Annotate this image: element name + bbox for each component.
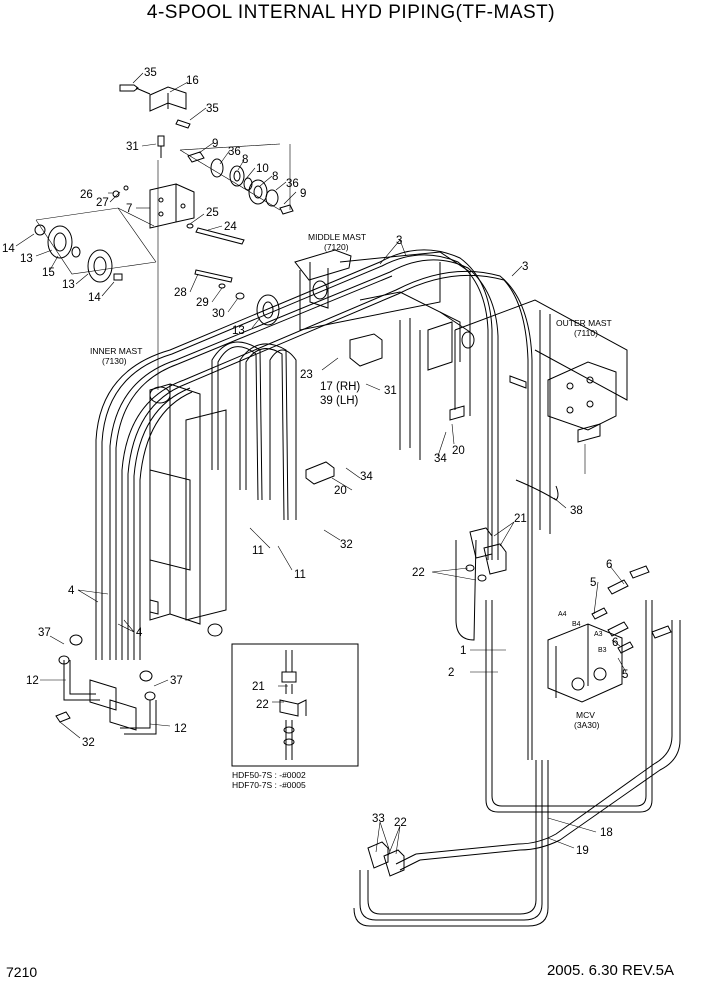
callout: 16 (186, 75, 199, 87)
callout: 37 (170, 675, 183, 687)
callout: 10 (256, 163, 269, 175)
port-label: A4 (558, 611, 567, 618)
leader-lines (15, 72, 627, 857)
callout: 3 (522, 261, 528, 273)
page-title: 4-SPOOL INTERNAL HYD PIPING(TF-MAST) (146, 2, 556, 23)
callout: 1 (460, 645, 466, 657)
callout: 14 (2, 243, 15, 255)
fittings (55, 479, 672, 877)
middle-mast-code: (7120) (324, 242, 349, 252)
callout: 13 (20, 253, 33, 265)
outer-mast (454, 299, 628, 534)
callout: 36 (286, 178, 299, 190)
callout: 11 (252, 545, 264, 557)
callout: 9 (300, 188, 306, 200)
outer-mast-code: (7110) (574, 328, 598, 338)
callout: 5 (590, 577, 596, 589)
callout: 25 (206, 207, 219, 219)
revision-date: 2005. 6.30 REV.5A (546, 962, 674, 979)
callout: 2 (448, 667, 454, 679)
callout: 14 (88, 292, 101, 304)
callout: 6 (612, 637, 618, 649)
callout: 12 (174, 723, 187, 735)
rh-label: 17 (RH) (320, 381, 360, 393)
mcv-code: (3A30) (574, 720, 600, 730)
callout: 38 (570, 505, 583, 517)
callout: 8 (242, 154, 248, 166)
callout: 35 (206, 103, 219, 115)
port-label: B3 (598, 647, 607, 654)
callout: 31 (384, 385, 397, 397)
callout: 37 (38, 627, 51, 639)
callout: 34 (434, 453, 447, 465)
port-label: A3 (594, 631, 603, 638)
callout: 19 (576, 845, 589, 857)
inset-detail-box (231, 643, 359, 767)
callout: 11 (294, 569, 306, 581)
callout: 27 (96, 197, 109, 209)
serial-note: HDF50-7S : -#0002 (232, 770, 306, 780)
inner-mast (149, 383, 465, 637)
middle-mast-label: MIDDLE MAST (308, 232, 366, 242)
serial-note: HDF70-7S : -#0005 (232, 780, 306, 790)
callout: 36 (228, 146, 241, 158)
mcv-label: MCV (576, 710, 595, 720)
callout-numbers: 35 16 35 31 9 36 8 10 8 36 9 26 27 7 25 … (2, 67, 628, 857)
callout: 5 (622, 669, 628, 681)
callout: 20 (334, 485, 347, 497)
callout: 12 (26, 675, 39, 687)
callout: 24 (224, 221, 237, 233)
callout: 30 (212, 308, 225, 320)
inner-mast-label: INNER MAST (90, 346, 142, 356)
callout: 22 (412, 567, 425, 579)
page-number: 7210 (6, 964, 38, 980)
hose-bundle (63, 249, 681, 927)
callout: 20 (452, 445, 465, 457)
callout: 33 (372, 813, 385, 825)
callout: 29 (196, 297, 209, 309)
callout: 31 (126, 141, 139, 153)
callout: 28 (174, 287, 187, 299)
callout: 7 (126, 203, 132, 215)
callout: 22 (256, 699, 269, 711)
roller-bracket-assembly (34, 84, 294, 390)
callout: 4 (68, 585, 75, 597)
lh-label: 39 (LH) (320, 395, 359, 407)
callout: 13 (232, 325, 245, 337)
callout: 4 (136, 627, 143, 639)
callout: 34 (360, 471, 373, 483)
outer-mast-label: OUTER MAST (556, 318, 612, 328)
port-label: B4 (572, 621, 581, 628)
callout: 21 (252, 681, 265, 693)
callout: 8 (272, 171, 278, 183)
callout: 13 (62, 279, 75, 291)
callout: 18 (600, 827, 613, 839)
middle-mast (294, 249, 471, 460)
inner-mast-code: (7130) (102, 356, 127, 366)
callout: 32 (340, 539, 353, 551)
text-labels: MIDDLE MAST (7120) OUTER MAST (7110) INN… (90, 232, 612, 790)
callout: 35 (144, 67, 157, 79)
callout: 26 (80, 189, 93, 201)
callout: 15 (42, 267, 55, 279)
callout: 3 (396, 235, 402, 247)
callout: 9 (212, 138, 218, 150)
callout: 23 (300, 369, 313, 381)
callout: 6 (606, 559, 612, 571)
callout: 21 (514, 513, 527, 525)
callout: 22 (394, 817, 407, 829)
callout: 32 (82, 737, 95, 749)
